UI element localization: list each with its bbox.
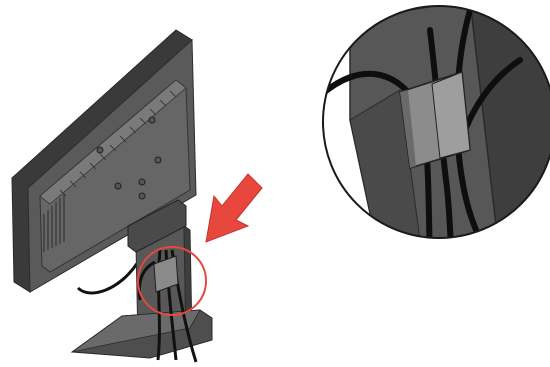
mount-hole — [148, 116, 156, 124]
magnified-clip-tab — [431, 71, 471, 159]
magnified-clip-shadow — [400, 90, 416, 168]
ventilation-grille-top — [59, 90, 177, 197]
mount-hole — [154, 156, 162, 164]
monitor-rear-view — [11, 29, 213, 363]
highlight-circle — [137, 246, 207, 316]
monitor-housing-top — [39, 79, 187, 205]
stand-hinge — [127, 199, 187, 253]
stand-base-top — [71, 309, 201, 353]
cable-clip-small — [153, 255, 179, 293]
magnified-stand-groove — [349, 89, 421, 238]
mount-hole — [138, 178, 146, 186]
magnifier-outline — [322, 5, 550, 239]
mount-hole — [138, 192, 146, 200]
mount-hole — [114, 182, 122, 190]
red-pointer-arrow — [205, 173, 263, 243]
vesa-mount-holes — [96, 116, 162, 200]
mount-hole — [96, 146, 104, 154]
ventilation-grille-left — [43, 194, 65, 252]
magnified-detail — [322, 5, 550, 239]
cable-upper — [76, 261, 140, 295]
